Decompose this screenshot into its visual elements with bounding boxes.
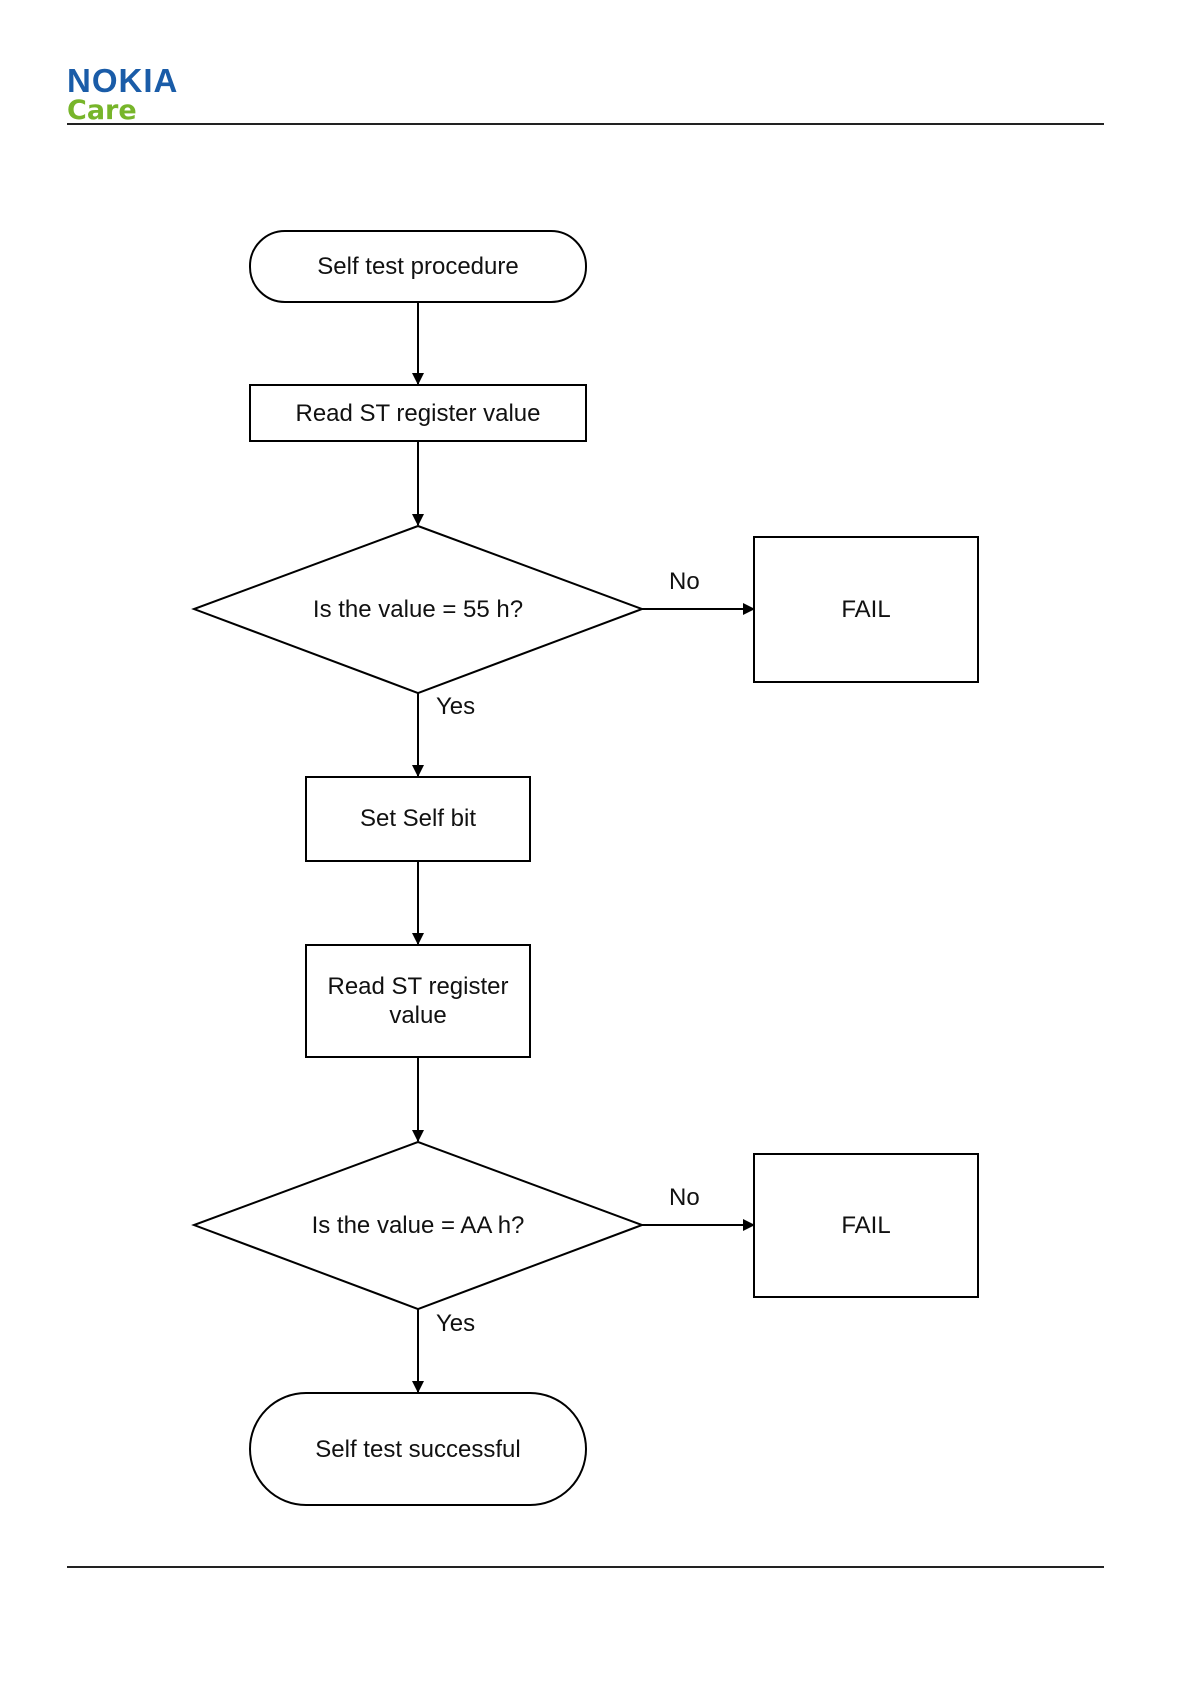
decision-aah-no-label: No [669, 1184, 700, 1211]
decision-55h-no-label: No [669, 568, 700, 595]
decision-aah-label: Is the value = AA h? [312, 1212, 525, 1239]
decision-55h-label: Is the value = 55 h? [313, 596, 523, 623]
fail-label-2: FAIL [841, 1212, 890, 1239]
step-read-register-label: Read ST register value [295, 400, 540, 427]
decision-aah-yes-label: Yes [436, 1310, 475, 1337]
start-label: Self test procedure [317, 253, 518, 280]
step-read-register-again-label-line1: Read ST register [328, 973, 509, 1000]
step-set-self-bit-label: Set Self bit [360, 805, 476, 832]
end-label: Self test successful [315, 1436, 520, 1463]
footer-rule [67, 1566, 1104, 1568]
step-read-register-again-box [306, 945, 530, 1057]
fail-label-1: FAIL [841, 596, 890, 623]
decision-55h-yes-label: Yes [436, 693, 475, 720]
step-read-register-again-label-line2: value [389, 1002, 446, 1029]
